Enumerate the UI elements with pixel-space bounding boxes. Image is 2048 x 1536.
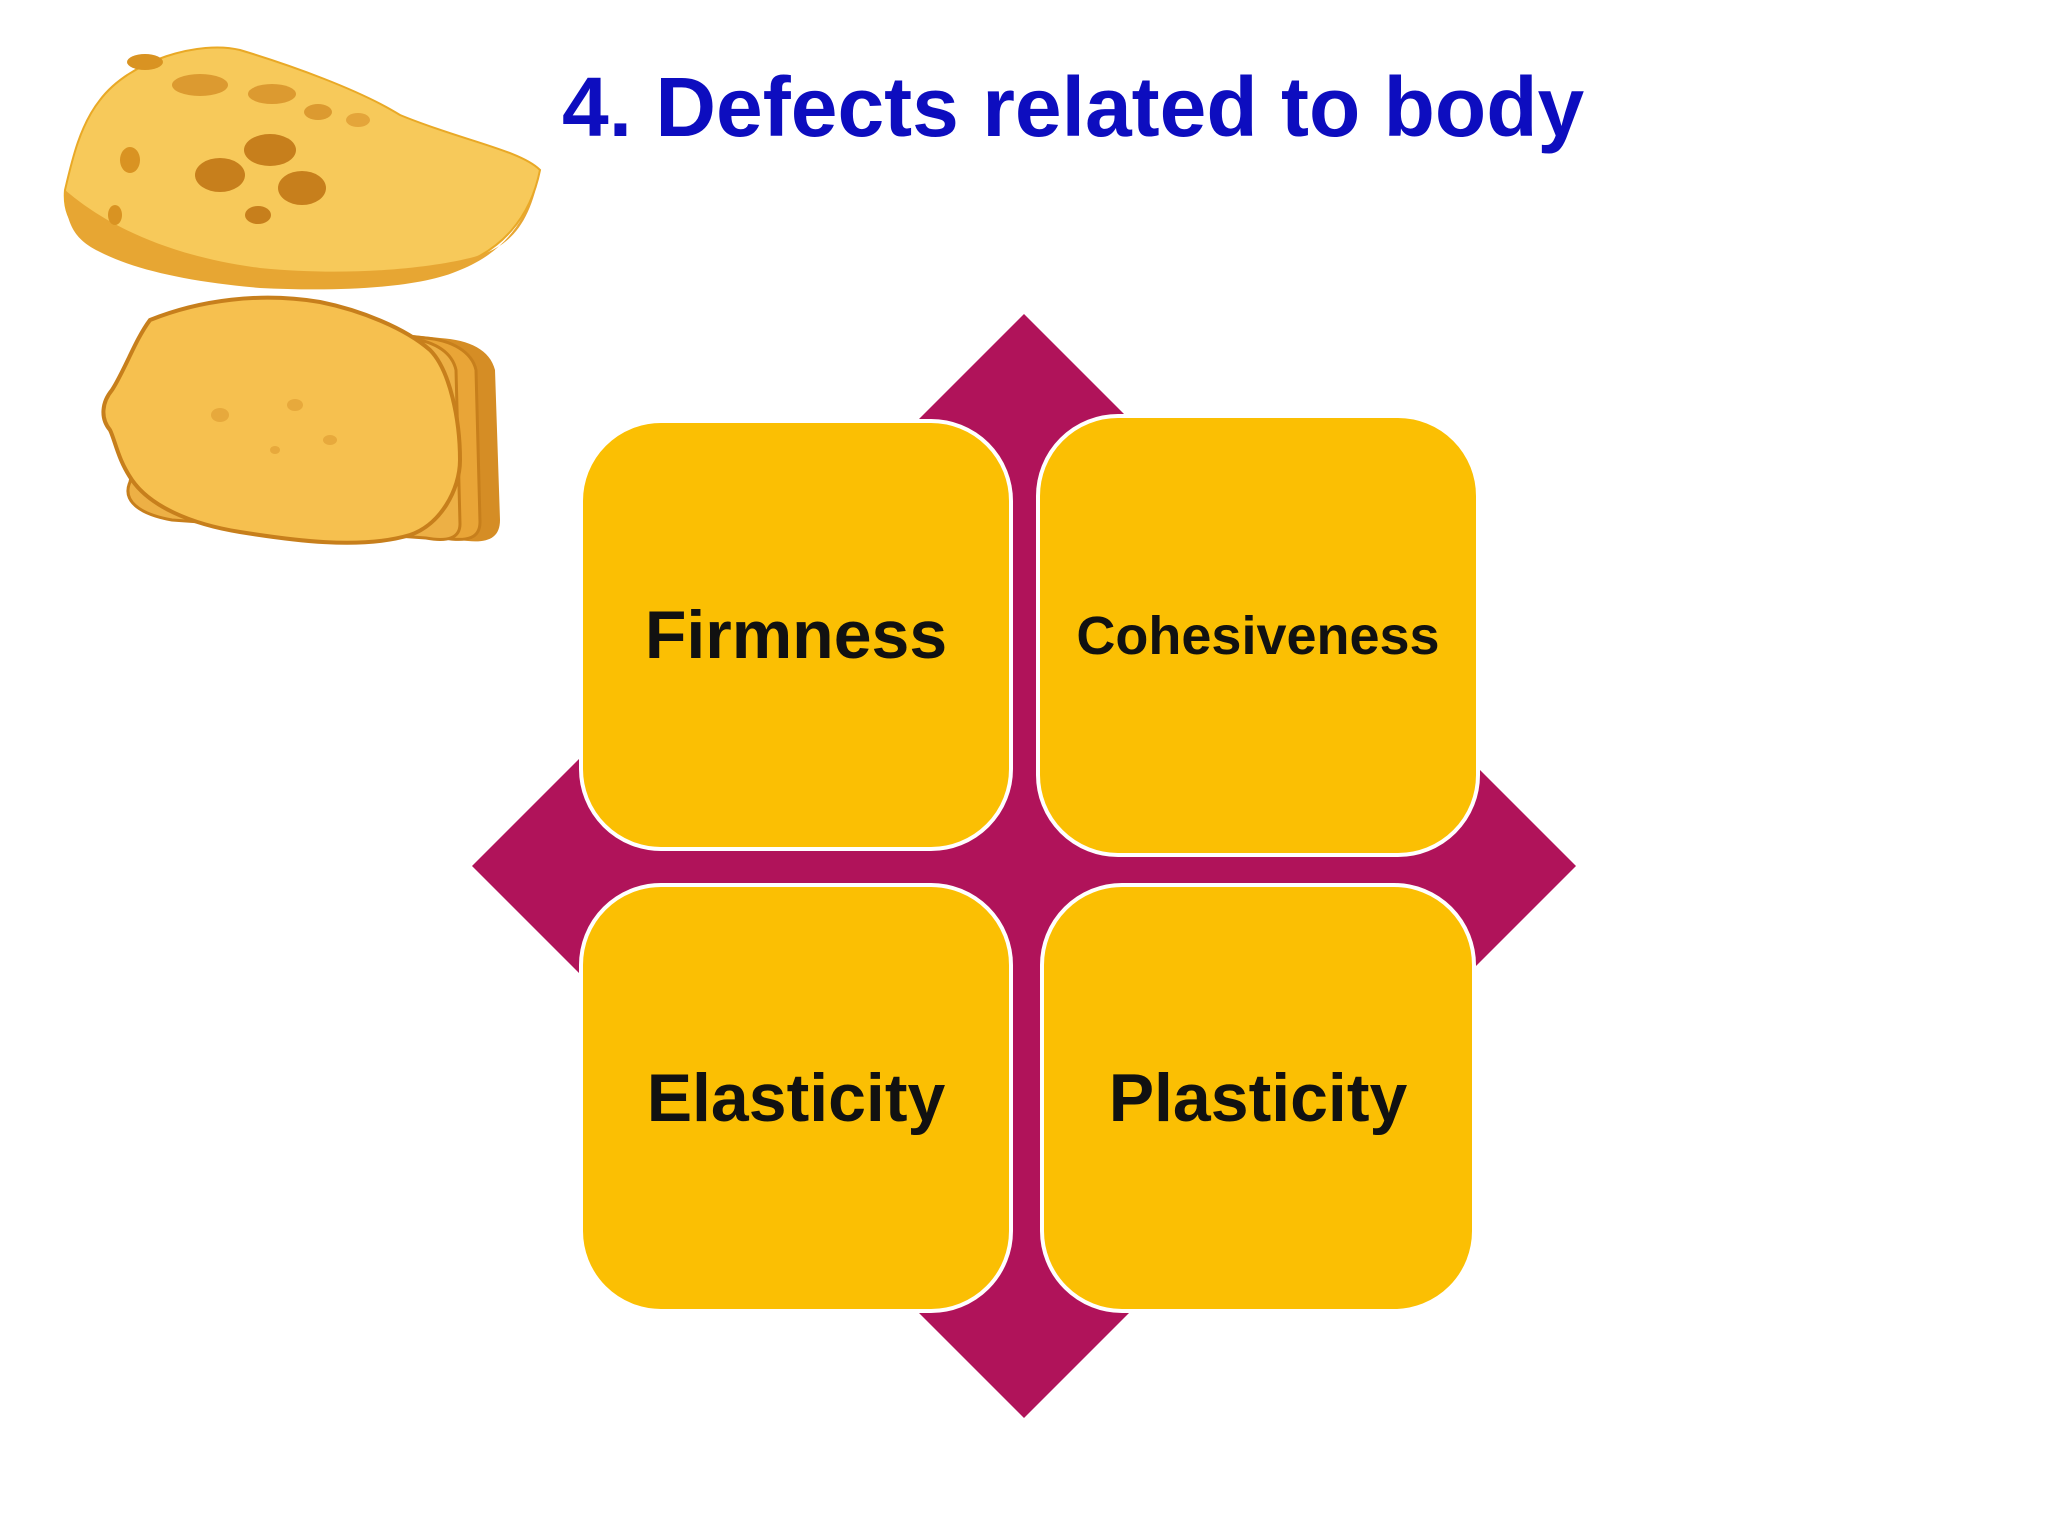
cheese-slices <box>101 295 500 545</box>
cheese-image <box>63 46 542 545</box>
tile-label-firmness: Firmness <box>644 597 948 673</box>
slide-title: 4. Defects related to body <box>562 60 1585 154</box>
tile-label-cohesiveness: Cohesiveness <box>1076 605 1440 666</box>
cheese-wedge <box>63 46 542 290</box>
tile-firmness: Firmness <box>579 419 1013 851</box>
tile-cohesiveness: Cohesiveness <box>1036 414 1480 857</box>
tile-elasticity: Elasticity <box>579 883 1013 1313</box>
tile-label-plasticity: Plasticity <box>1108 1060 1408 1136</box>
tile-label-elasticity: Elasticity <box>646 1060 946 1136</box>
tile-plasticity: Plasticity <box>1040 883 1476 1313</box>
